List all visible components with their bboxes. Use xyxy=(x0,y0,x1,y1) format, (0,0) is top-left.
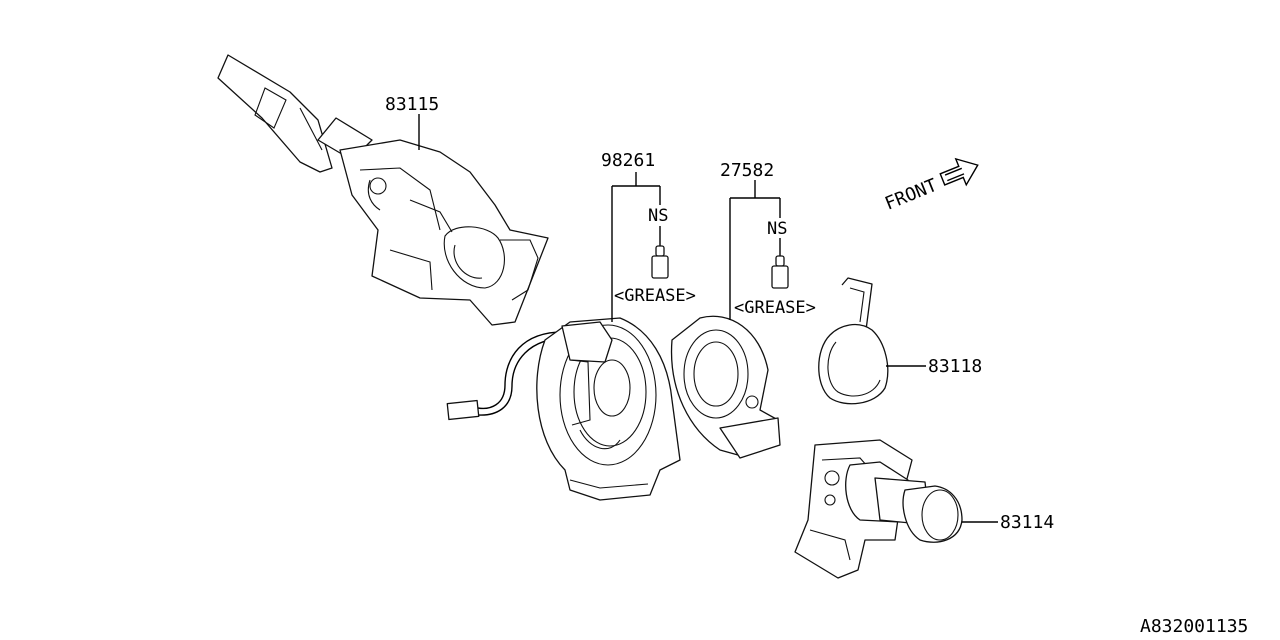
part-83114-switch[interactable] xyxy=(794,439,963,579)
label-grease-2: <GREASE> xyxy=(734,298,816,318)
grease-tube-icon xyxy=(651,245,669,279)
front-indicator: FRONT xyxy=(882,157,979,215)
label-grease-1: <GREASE> xyxy=(614,286,696,306)
front-arrow-icon xyxy=(939,157,979,187)
label-98261: 98261 xyxy=(601,150,655,171)
grease-tube-icon xyxy=(771,255,789,289)
figure-id: A832001135 xyxy=(1140,616,1248,637)
label-front: FRONT xyxy=(882,175,940,215)
label-83114: 83114 xyxy=(1000,512,1054,533)
part-83118-ring[interactable] xyxy=(818,277,889,405)
label-83115: 83115 xyxy=(385,94,439,115)
label-27582: 27582 xyxy=(720,160,774,181)
part-27582-sensor[interactable] xyxy=(670,315,781,459)
part-83115-switch[interactable] xyxy=(217,54,549,326)
part-98261-roll-connector[interactable] xyxy=(446,317,681,501)
label-83118: 83118 xyxy=(928,356,982,377)
label-ns-2: NS xyxy=(767,219,787,239)
label-ns-1: NS xyxy=(648,206,668,226)
